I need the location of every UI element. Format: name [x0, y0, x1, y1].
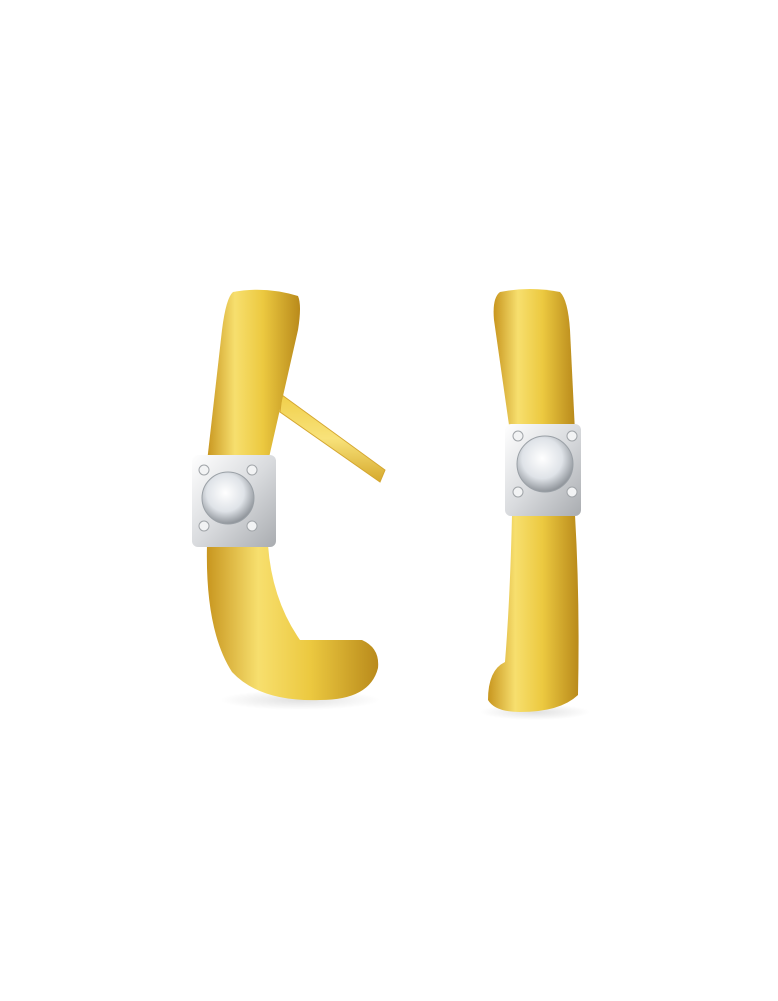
prong [198, 520, 210, 532]
left-upper-band [207, 289, 300, 462]
prong [512, 430, 524, 442]
prong [512, 486, 524, 498]
left-lower-band [206, 545, 379, 701]
right-diamond [516, 435, 574, 493]
right-earring [480, 289, 590, 720]
prong [198, 464, 210, 476]
prong [566, 430, 578, 442]
right-lower-band [488, 515, 579, 712]
right-upper-band [493, 289, 575, 432]
left-earring [192, 289, 386, 710]
prong [246, 464, 258, 476]
left-diamond [201, 471, 255, 525]
prong [246, 520, 258, 532]
earring-post [279, 394, 386, 483]
prong [566, 486, 578, 498]
